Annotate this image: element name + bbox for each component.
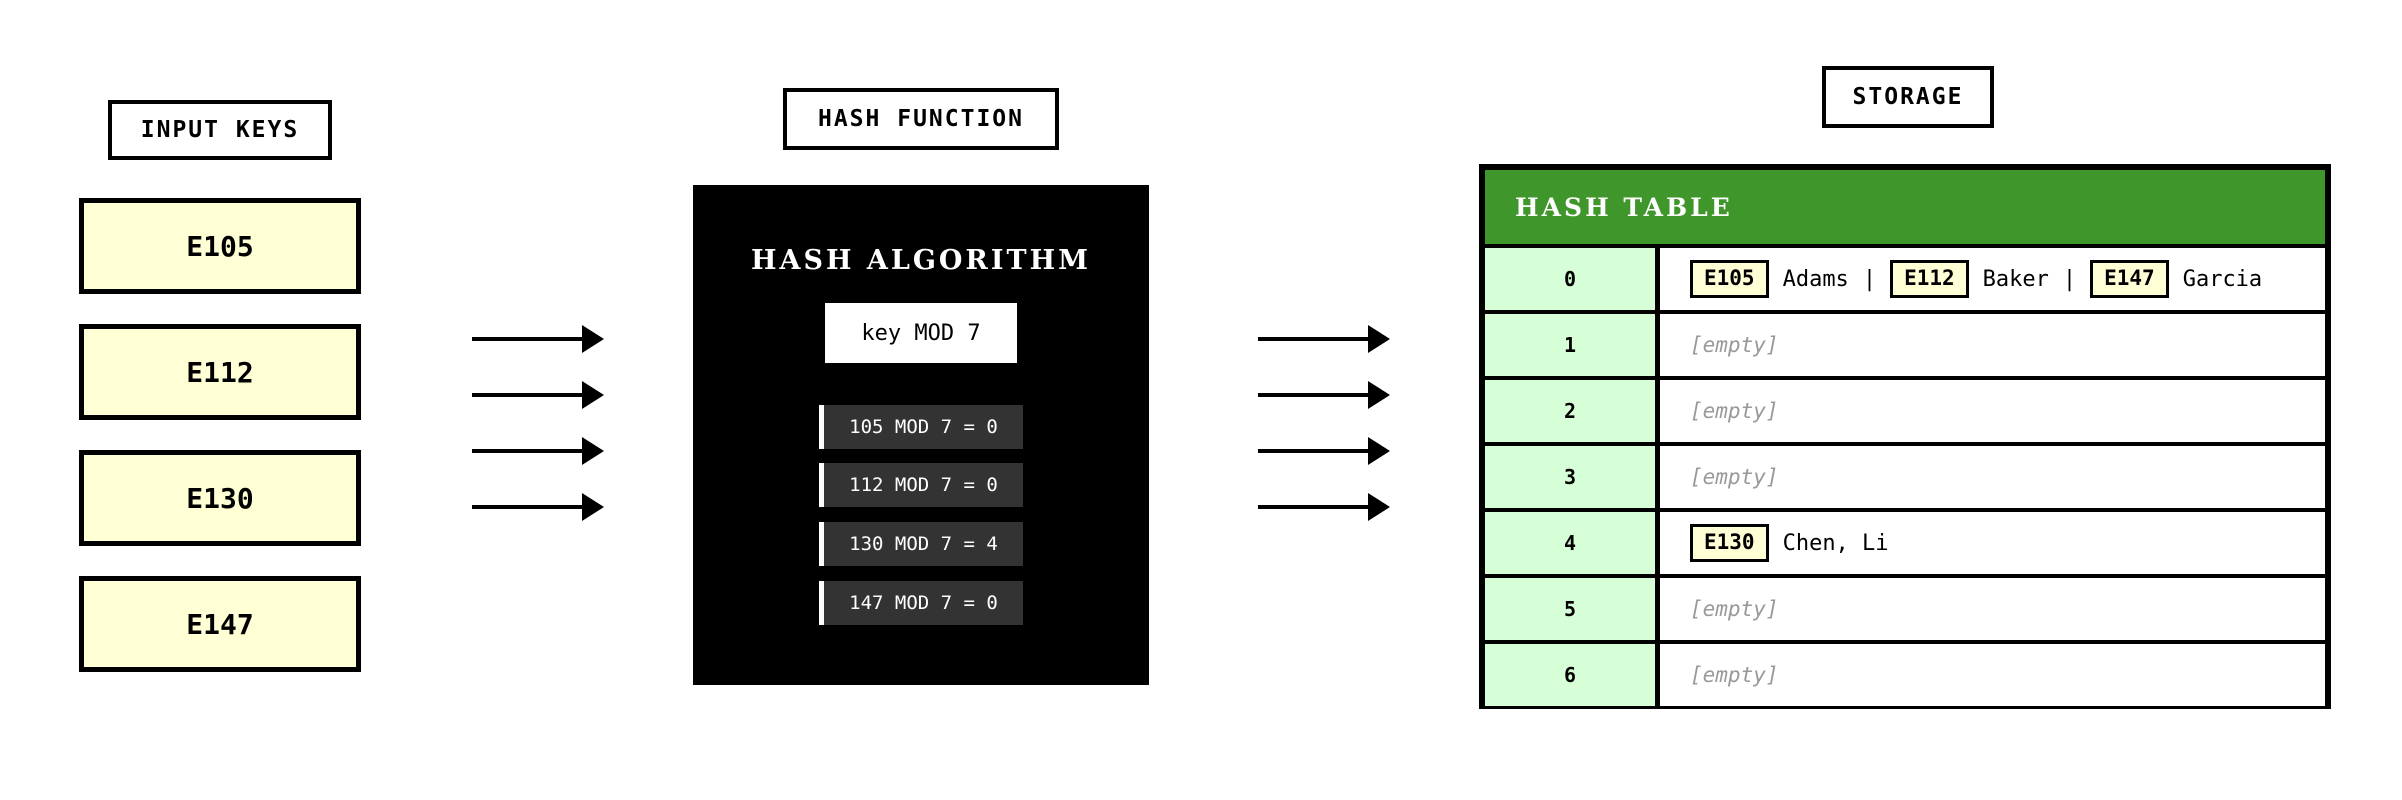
- entry-key: E130: [1690, 524, 1769, 562]
- bucket-contents: [empty]: [1660, 644, 2325, 706]
- bucket-index: 5: [1485, 578, 1655, 640]
- empty-bucket-label: [empty]: [1690, 597, 1779, 621]
- bucket-index: 4: [1485, 512, 1655, 574]
- input-key-e112: E112: [79, 324, 361, 420]
- empty-bucket-label: [empty]: [1690, 333, 1779, 357]
- bucket-index: 1: [1485, 314, 1655, 376]
- bucket-index: 6: [1485, 644, 1655, 706]
- column-divider: [1655, 644, 1660, 706]
- input-keys-label: INPUT KEYS: [108, 100, 332, 160]
- table-row: 5 [empty]: [1485, 578, 2325, 640]
- table-row: 3 [empty]: [1485, 446, 2325, 508]
- input-key-e130: E130: [79, 450, 361, 546]
- arrow-right-icon: [1258, 493, 1390, 521]
- column-divider: [1655, 314, 1660, 376]
- column-divider: [1655, 578, 1660, 640]
- entry-key: E147: [2090, 260, 2169, 298]
- table-row: 6 [empty]: [1485, 644, 2325, 706]
- calculation-row: 105 MOD 7 = 0: [819, 405, 1023, 449]
- storage-label: STORAGE: [1822, 66, 1994, 128]
- entry-separator: |: [2062, 266, 2077, 292]
- arrow-right-icon: [1258, 437, 1390, 465]
- bucket-index: 0: [1485, 248, 1655, 310]
- bucket-contents: [empty]: [1660, 380, 2325, 442]
- bucket-contents: E130 Chen, Li: [1660, 512, 2325, 574]
- table-row: 1 [empty]: [1485, 314, 2325, 376]
- entry-name: Baker: [1982, 266, 2049, 292]
- entry-key: E112: [1890, 260, 1969, 298]
- arrow-right-icon: [1258, 325, 1390, 353]
- entry-name: Chen, Li: [1782, 530, 1889, 556]
- arrow-right-icon: [472, 493, 604, 521]
- column-divider: [1655, 248, 1660, 310]
- hash-algorithm-title: HASH ALGORITHM: [751, 245, 1091, 276]
- empty-bucket-label: [empty]: [1690, 465, 1779, 489]
- entry-key: E105: [1690, 260, 1769, 298]
- hash-table-title: HASH TABLE: [1485, 170, 2325, 244]
- column-divider: [1655, 446, 1660, 508]
- bucket-index: 3: [1485, 446, 1655, 508]
- hash-function-label: HASH FUNCTION: [783, 88, 1059, 150]
- calculation-row: 147 MOD 7 = 0: [819, 581, 1023, 625]
- table-row: 4 E130 Chen, Li: [1485, 512, 2325, 574]
- entry-separator: |: [1862, 266, 1877, 292]
- table-row: 0 E105 Adams | E112 Baker | E147 Garcia: [1485, 248, 2325, 310]
- empty-bucket-label: [empty]: [1690, 399, 1779, 423]
- arrow-right-icon: [472, 437, 604, 465]
- column-divider: [1655, 380, 1660, 442]
- bucket-contents: [empty]: [1660, 446, 2325, 508]
- entry-name: Adams: [1782, 266, 1849, 292]
- column-divider: [1655, 512, 1660, 574]
- calculation-row: 130 MOD 7 = 4: [819, 522, 1023, 566]
- bucket-index: 2: [1485, 380, 1655, 442]
- bucket-contents: E105 Adams | E112 Baker | E147 Garcia: [1660, 248, 2325, 310]
- table-row: 2 [empty]: [1485, 380, 2325, 442]
- bucket-contents: [empty]: [1660, 578, 2325, 640]
- arrow-right-icon: [1258, 381, 1390, 409]
- input-key-e105: E105: [79, 198, 361, 294]
- entry-name: Garcia: [2182, 266, 2263, 292]
- empty-bucket-label: [empty]: [1690, 663, 1779, 687]
- bucket-contents: [empty]: [1660, 314, 2325, 376]
- calculation-row: 112 MOD 7 = 0: [819, 463, 1023, 507]
- input-key-e147: E147: [79, 576, 361, 672]
- hash-formula: key MOD 7: [825, 303, 1017, 363]
- arrow-right-icon: [472, 325, 604, 353]
- arrow-right-icon: [472, 381, 604, 409]
